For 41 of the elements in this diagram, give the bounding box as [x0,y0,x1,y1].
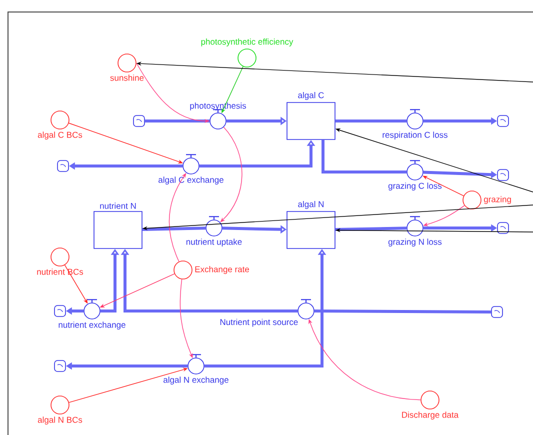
flow-valve: grazing C loss [388,160,442,190]
node-label: nutrient exchange [58,322,126,330]
flow-pipe [335,226,407,232]
node-label: photosynthetic efficiency [201,38,294,46]
cloud-symbol [497,222,509,234]
flow-pipe [314,310,492,314]
flow-valve: nutrient exchange [58,299,126,330]
stock-box: algal C [286,92,336,140]
node-label: Nutrient point source [220,318,298,327]
node-label: Discharge data [402,412,459,420]
stock-box: nutrient N [94,202,142,249]
flow-pipe [335,120,407,122]
node-label: respiration C loss [382,132,448,140]
stock-box: algal N [286,200,336,249]
flow-valve: grazing N loss [388,216,442,246]
cloud-symbol [497,169,509,181]
cloud-symbol [57,160,69,172]
node-label: algal N exchange [164,376,228,385]
node-label: algal N [298,200,324,209]
node-label: nutrient N [100,202,136,209]
flow-valve: respiration C loss [382,109,448,140]
cloud-symbol [497,115,509,127]
cloud-symbol [54,305,66,317]
flow-pipe [142,226,206,231]
node-label: grazing [484,196,511,204]
node-label: algal C [298,92,324,100]
node-label: algal C BCs [38,132,82,140]
node-label: grazing N loss [388,238,442,247]
cloud-symbol [491,306,503,318]
cloud-symbol [54,360,66,372]
flow-valve: Nutrient point source [220,299,314,327]
flow-valve: algal N exchange [164,354,228,384]
node-label: nutrient uptake [186,238,242,247]
node-label: Exchange rate [195,266,250,274]
cloud-symbol [133,115,145,127]
node-label: algal N BCs [38,416,82,425]
node-label: grazing C loss [388,182,442,191]
flow-valve: nutrient uptake [186,216,242,246]
flow-pipe [144,120,210,122]
flow-pipe [322,140,407,174]
node-label: sunshine [110,74,144,81]
